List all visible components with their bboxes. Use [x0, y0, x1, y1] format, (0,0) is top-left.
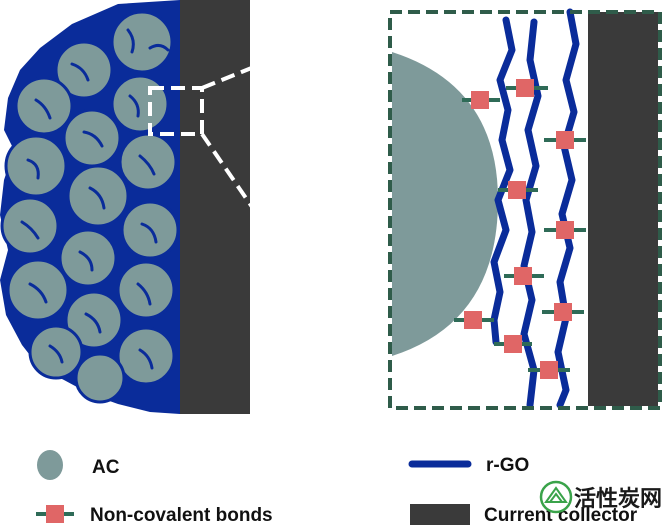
- bond-square: [556, 131, 574, 149]
- ac-particle: [110, 10, 174, 74]
- rgo-wrinkle: [48, 344, 64, 364]
- ac-swatch: [37, 450, 63, 480]
- bond-swatch-square: [46, 505, 64, 523]
- legend-rgo: r-GO: [408, 455, 529, 476]
- ac-half-particle: [392, 52, 498, 356]
- ac-particle: [110, 74, 170, 134]
- bond-square: [540, 361, 558, 379]
- legend-ac-label: AC: [92, 457, 120, 478]
- magnified-view: [388, 8, 662, 410]
- legend-bonds-label: Non-covalent bonds: [90, 505, 273, 525]
- rgo-wrinkle: [128, 94, 140, 118]
- watermark-text: 活性炭网: [574, 486, 662, 512]
- rgo-wrinkle: [138, 348, 154, 370]
- current-collector-left: [180, 0, 250, 414]
- zoom-indicator: [148, 10, 392, 410]
- rgo-wrinkle: [84, 312, 102, 334]
- legend-ac: AC: [37, 450, 120, 480]
- ac-particle: [116, 260, 176, 320]
- ac-particle: [62, 108, 122, 168]
- zoom-selection-box: [148, 86, 204, 136]
- collector-swatch: [410, 504, 470, 525]
- legend: AC r-GO Non-covalent bonds Current colle…: [36, 450, 638, 525]
- rgo-wrinkle: [28, 282, 48, 304]
- rgo-sheet: [490, 16, 516, 346]
- rgo-wrinkle: [34, 98, 52, 120]
- bond-square: [504, 335, 522, 353]
- rgo-wrinkles: [20, 28, 170, 370]
- bonds: [454, 79, 586, 379]
- rgo-wrinkle: [70, 62, 90, 82]
- rgo-wrinkle: [126, 28, 135, 54]
- watermark: 活性炭网: [539, 480, 662, 514]
- legend-rgo-label: r-GO: [486, 455, 529, 476]
- rgo-wrinkle: [78, 250, 94, 272]
- bond-square: [516, 79, 534, 97]
- legend-collector-label: Current collector: [484, 505, 638, 525]
- zoom-line-top: [201, 10, 391, 90]
- bond-square: [556, 221, 574, 239]
- rgo-wrinkle: [20, 220, 40, 240]
- bond-square: [508, 181, 526, 199]
- rgo-wrinkle: [140, 222, 158, 244]
- rgo-wrinkle: [26, 158, 40, 180]
- rgo-wrinkle: [136, 282, 152, 306]
- current-collector-right: [588, 12, 658, 406]
- watermark-logo-icon: [539, 480, 573, 514]
- rgo-wrinkle: [88, 186, 106, 210]
- rgo-wrinkle: [82, 130, 104, 148]
- bond-square: [554, 303, 572, 321]
- rgo-sheet: [554, 8, 580, 409]
- ac-particle: [74, 352, 126, 404]
- zoom-frame: [388, 10, 662, 410]
- legend-bonds: Non-covalent bonds: [36, 505, 273, 525]
- bond-square: [514, 267, 532, 285]
- zoom-line-bottom: [200, 132, 392, 410]
- bond-square: [471, 91, 489, 109]
- rgo-wrinkle: [138, 154, 156, 176]
- electrode-cross-section: [0, 0, 250, 414]
- rgo-wrinkle: [148, 43, 170, 52]
- legend-collector: Current collector: [410, 504, 638, 525]
- bond-square: [464, 311, 482, 329]
